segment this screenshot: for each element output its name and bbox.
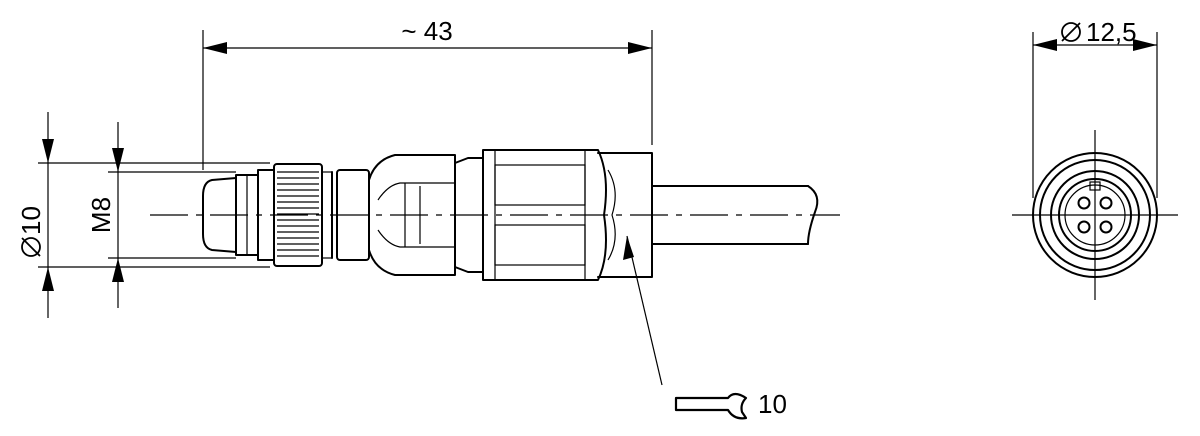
side-view: ~ 43 10 M8 bbox=[16, 16, 840, 420]
wrench-size-callout: 10 bbox=[623, 235, 787, 420]
diameter-symbol-icon bbox=[21, 237, 41, 257]
thread-dimension: M8 bbox=[86, 122, 236, 308]
wrench-icon bbox=[674, 392, 748, 420]
front-view: 12,5 bbox=[1012, 17, 1178, 300]
thread-label: M8 bbox=[86, 197, 116, 233]
pin-contact bbox=[1077, 220, 1091, 234]
front-diameter-label: 12,5 bbox=[1086, 17, 1137, 47]
pin-contact bbox=[1099, 220, 1113, 234]
knurl-lines bbox=[277, 171, 319, 257]
coupling-nut bbox=[273, 163, 333, 267]
grip-sleeve bbox=[482, 149, 607, 281]
cable-boot bbox=[597, 152, 653, 278]
length-dimension: ~ 43 bbox=[202, 16, 653, 170]
outer-diameter-label: 10 bbox=[16, 206, 46, 235]
pin-contact bbox=[1077, 196, 1091, 210]
cable bbox=[651, 185, 819, 245]
length-dimension-label: ~ 43 bbox=[401, 16, 452, 46]
outer-diameter-dimension: 10 bbox=[16, 112, 270, 318]
pin-contact bbox=[1099, 196, 1113, 210]
pin-contacts bbox=[1077, 196, 1113, 234]
diameter-symbol-icon bbox=[1061, 22, 1081, 42]
front-diameter-dimension: 12,5 bbox=[1032, 17, 1158, 198]
wrench-size-label: 10 bbox=[758, 389, 787, 419]
